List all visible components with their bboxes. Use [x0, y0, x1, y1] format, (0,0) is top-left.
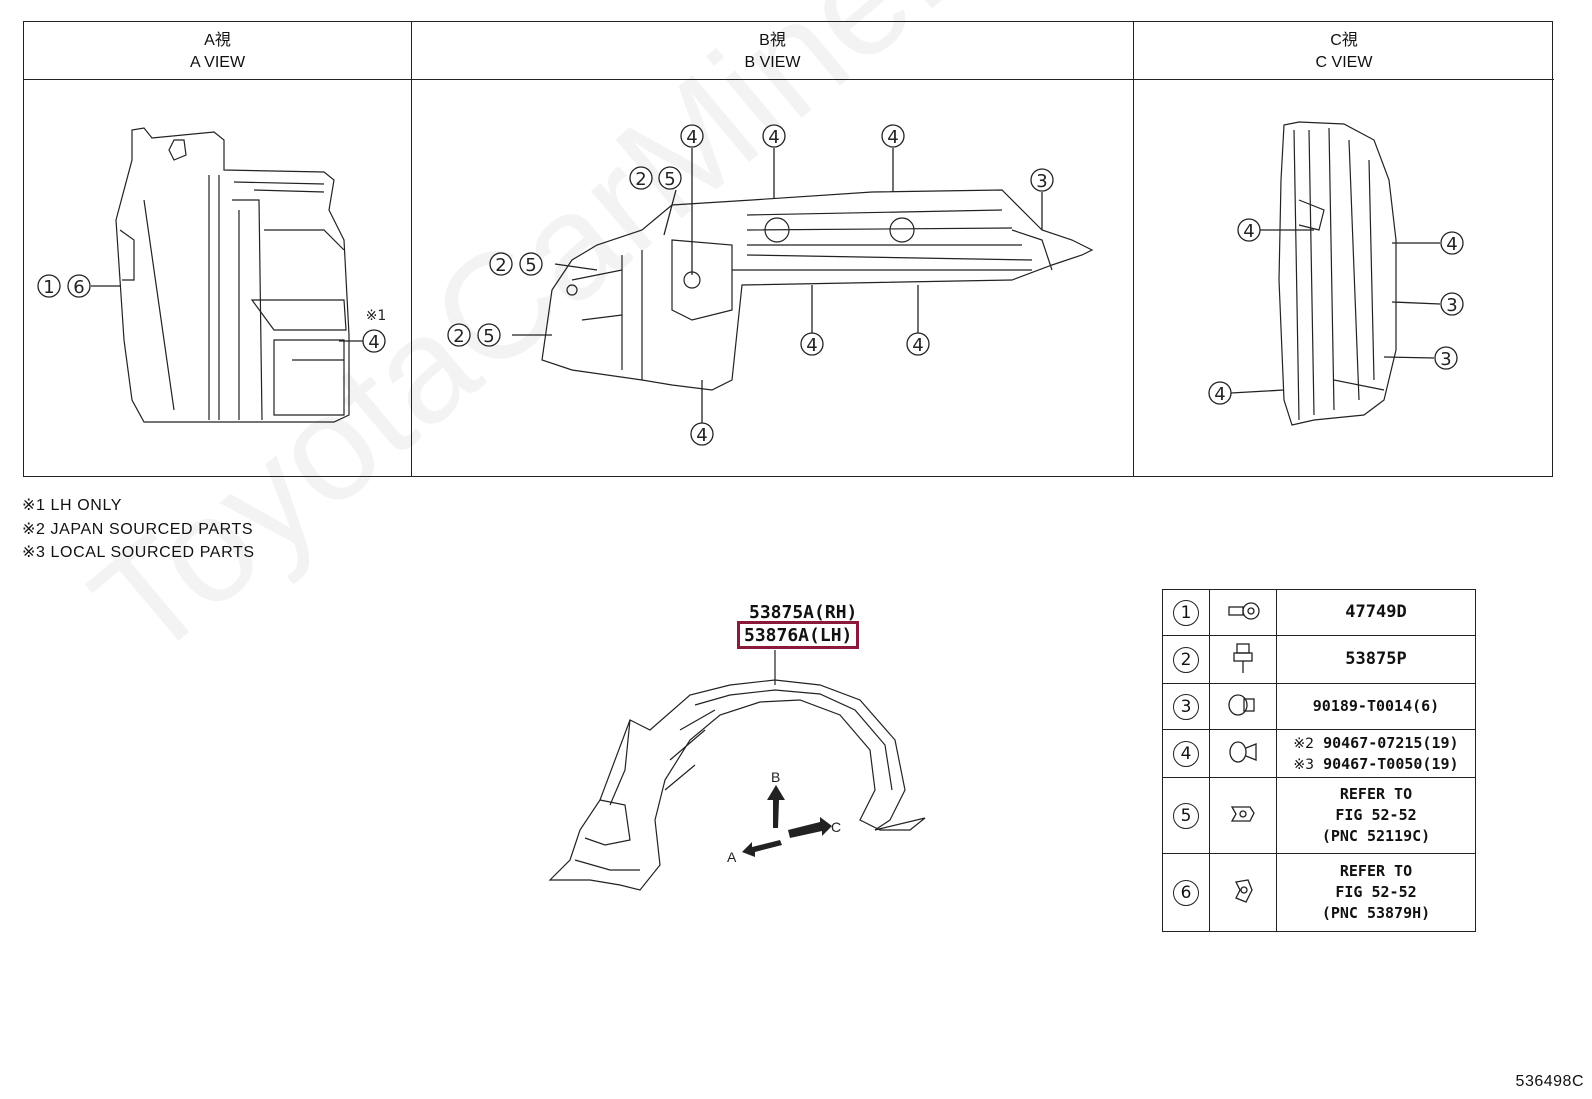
legend-part-5-line-1: REFER TO — [1339, 785, 1413, 803]
legend-part-4-mark-2: ※3 — [1293, 756, 1315, 773]
legend-part-6-line-2: FIG 52-52 — [1335, 883, 1417, 901]
callout-c-3b: 3 — [1440, 349, 1451, 370]
push-clip-icon — [1209, 729, 1277, 778]
callout-b-5c: 5 — [483, 326, 494, 347]
clip-nut-icon — [1209, 853, 1277, 932]
legend-num-3: 3 — [1173, 693, 1199, 720]
legend-num-4: 4 — [1173, 740, 1199, 767]
view-a-drawing — [115, 127, 350, 423]
legend-part-6[interactable]: REFER TO FIG 52-52 (PNC 53879H) — [1276, 853, 1476, 932]
diagram-id: 536498C — [1515, 1073, 1584, 1090]
direction-label-a: A — [727, 849, 737, 865]
u-nut-icon — [1209, 777, 1277, 854]
part-number-lh-highlighted[interactable]: 53876A(LH) — [737, 621, 860, 649]
legend-part-1[interactable]: 47749D — [1276, 589, 1476, 636]
callout-c-4a: 4 — [1243, 221, 1254, 242]
plug-clip-icon — [1209, 683, 1277, 730]
callout-a-6 — [67, 274, 91, 298]
note-3: ※3 LOCAL SOURCED PARTS — [22, 544, 255, 561]
callout-b-4c: 4 — [887, 127, 898, 148]
view-a-title-jp: A視 — [204, 32, 231, 49]
legend-num-2: 2 — [1173, 646, 1199, 673]
legend-row-6: 6 REFER TO FIG 52-52 (PNC 53879H) — [1162, 853, 1476, 932]
callout-b-4d: 4 — [806, 335, 817, 356]
view-b-title-en: B VIEW — [744, 54, 801, 71]
legend-part-4-line-2: 90467-T0050(19) — [1323, 754, 1459, 773]
view-c-title-en: C VIEW — [1315, 54, 1373, 71]
view-c-header: C視 C VIEW — [1134, 22, 1554, 80]
callout-b-5b: 5 — [525, 255, 536, 276]
fender-liner-drawing: B C A — [548, 650, 926, 891]
legend-part-5[interactable]: REFER TO FIG 52-52 (PNC 52119C) — [1276, 777, 1476, 854]
note-2: ※2 JAPAN SOURCED PARTS — [22, 520, 254, 538]
legend-num-5: 5 — [1173, 802, 1199, 829]
note-1: ※1 LH ONLY — [22, 497, 123, 514]
legend-part-6-line-1: REFER TO — [1339, 862, 1413, 880]
callout-b-4e: 4 — [912, 335, 923, 356]
bolt-icon — [1209, 635, 1277, 684]
legend-part-4-line-1: 90467-07215(19) — [1323, 733, 1459, 752]
callout-b-2c: 2 — [453, 326, 464, 347]
callout-b-4b: 4 — [768, 127, 779, 148]
legend-row-2: 2 53875P — [1162, 635, 1476, 684]
callout-a-6-text: 6 — [73, 277, 84, 298]
callout-a-4-text: 4 — [368, 332, 379, 353]
callout-b-3: 3 — [1036, 171, 1047, 192]
view-b-callouts: 2 5 2 5 2 5 4 4 4 3 4 4 4 — [447, 124, 1054, 446]
callout-a-1 — [37, 274, 61, 298]
legend-part-4[interactable]: ※2 90467-07215(19) ※3 90467-T0050(19) — [1276, 729, 1476, 778]
view-b-drawing — [541, 189, 1094, 391]
callout-c-3a: 3 — [1446, 295, 1457, 316]
callout-a-note: ※1 — [366, 308, 387, 324]
view-b-header: B視 B VIEW — [412, 22, 1133, 80]
legend-part-3[interactable]: 90189-T0014(6) — [1276, 683, 1476, 730]
callout-c-4b: 4 — [1446, 234, 1457, 255]
legend-part-2[interactable]: 53875P — [1276, 635, 1476, 684]
callout-b-5a: 5 — [664, 169, 675, 190]
view-b-title-jp: B視 — [759, 32, 786, 49]
view-a-panel: A視 A VIEW 1 6 4 — [24, 22, 412, 476]
legend-part-6-line-3: (PNC 53879H) — [1321, 904, 1431, 922]
legend-num-1: 1 — [1173, 599, 1199, 626]
screw-grommet-icon — [1209, 589, 1277, 636]
callout-a-1-text: 1 — [43, 277, 54, 298]
legend-part-5-line-2: FIG 52-52 — [1335, 806, 1417, 824]
view-b-panel: B視 B VIEW — [412, 22, 1134, 476]
view-c-title-jp: C視 — [1330, 32, 1358, 49]
legend-row-5: 5 REFER TO FIG 52-52 (PNC 52119C) — [1162, 777, 1476, 854]
legend-row-4: 4 ※2 90467-07215(19) ※3 90467-T0050(19) — [1162, 729, 1476, 778]
legend-part-5-line-3: (PNC 52119C) — [1321, 827, 1431, 845]
legend-num-6: 6 — [1173, 879, 1199, 906]
direction-label-c: C — [831, 819, 841, 835]
view-c-callouts: 4 4 3 3 4 — [1208, 218, 1464, 405]
callout-b-4f: 4 — [696, 425, 707, 446]
legend-row-3: 3 90189-T0014(6) — [1162, 683, 1476, 730]
callout-b-2a: 2 — [635, 169, 646, 190]
view-a-title-en: A VIEW — [189, 54, 246, 71]
part-number-rh[interactable]: 53875A(RH) — [749, 602, 858, 623]
callout-b-2b: 2 — [495, 255, 506, 276]
view-c-drawing — [1278, 121, 1397, 426]
legend-part-4-mark-1: ※2 — [1293, 735, 1315, 752]
view-c-panel: C視 C VIEW 4 4 — [1134, 22, 1554, 476]
notes: ※1 LH ONLY ※2 JAPAN SOURCED PARTS ※3 LOC… — [22, 494, 255, 565]
parts-legend-table: 1 47749D 2 53875P 3 90189-T0014(6) 4 ※2 … — [1162, 589, 1476, 932]
callout-c-4c: 4 — [1214, 384, 1225, 405]
view-a-header: A視 A VIEW — [24, 22, 411, 80]
views-table: A視 A VIEW 1 6 4 — [23, 21, 1554, 477]
legend-row-1: 1 47749D — [1162, 589, 1476, 636]
direction-label-b: B — [771, 769, 780, 785]
callout-b-4a: 4 — [686, 127, 697, 148]
view-a-callouts: 1 6 4 ※1 — [37, 274, 387, 353]
